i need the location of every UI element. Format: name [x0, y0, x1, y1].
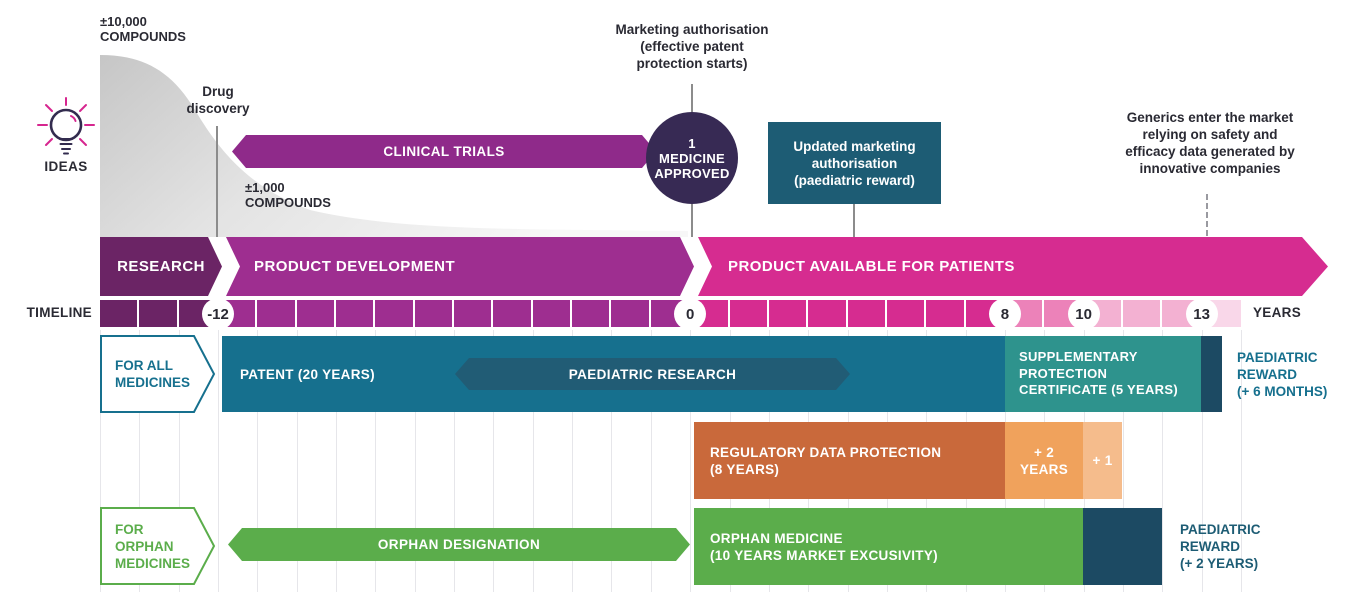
timeline-segment — [139, 300, 179, 327]
timeline-segment — [1122, 300, 1163, 327]
year-gridline — [1122, 330, 1124, 592]
rdp-label: REGULATORY DATA PROTECTION (8 YEARS) — [710, 444, 942, 477]
paediatric-research-label: PAEDIATRIC RESEARCH — [568, 366, 737, 382]
timeline-segment — [336, 300, 376, 327]
timeline-segment — [414, 300, 455, 327]
compounds-1000-label: ±1,000 COMPOUNDS — [245, 180, 331, 210]
generics-note: Generics enter the market relying on saf… — [1125, 110, 1295, 176]
paediatric-research-banner: PAEDIATRIC RESEARCH — [455, 358, 850, 390]
for-all-medicines-label: FOR ALL MEDICINES — [115, 358, 191, 390]
timeline-segment — [454, 300, 494, 327]
orphan-paediatric-reward-block — [1083, 508, 1162, 585]
marketing-authorisation-line-bottom — [691, 204, 693, 237]
for-all-medicines-tag-outline — [100, 335, 216, 413]
years-label: YEARS — [1253, 305, 1302, 320]
year-gridline — [257, 330, 259, 592]
timeline-segment — [926, 300, 966, 327]
stage-arrow-row: RESEARCH PRODUCT DEVELOPMENT PRODUCT AVA… — [0, 237, 1363, 296]
paediatric-reward-6months-label: PAEDIATRIC REWARD (+ 6 MONTHS) — [1237, 349, 1328, 399]
timeline-marker: 10 — [1067, 298, 1100, 330]
year-gridline — [218, 330, 220, 592]
compound-funnel-curve — [100, 55, 688, 237]
timeline-segment — [729, 300, 769, 327]
orphan-medicine-block: ORPHAN MEDICINE (10 YEARS MARKET EXCUSIV… — [694, 508, 1083, 585]
for-orphan-medicines-tag-outline — [100, 507, 216, 585]
stage-arrow-product-development: PRODUCT DEVELOPMENT — [226, 237, 694, 296]
year-gridline — [611, 330, 613, 592]
timeline-segment — [257, 300, 297, 327]
timeline-marker: -12 — [202, 298, 235, 330]
year-gridline — [650, 330, 652, 592]
timeline-segment — [768, 300, 809, 327]
plus-2-years-label: + 2 YEARS — [1019, 444, 1068, 477]
clinical-trials-label: CLINICAL TRIALS — [383, 144, 505, 159]
drug-discovery-line — [216, 126, 218, 237]
year-gridline — [532, 330, 534, 592]
timeline-segment — [808, 300, 848, 327]
medicine-approved-circle: 1 MEDICINE APPROVED — [646, 112, 738, 204]
generics-dashed-line — [1206, 194, 1208, 236]
drug-discovery-label: Drug discovery — [186, 84, 250, 116]
for-orphan-medicines-label: FOR ORPHAN MEDICINES — [115, 521, 191, 571]
stage-research-label: RESEARCH — [117, 258, 205, 275]
for-all-medicines-tag: FOR ALL MEDICINES — [100, 335, 216, 413]
timeline-marker: 13 — [1185, 298, 1218, 330]
spc-label: SUPPLEMENTARY PROTECTION CERTIFICATE (5 … — [1019, 349, 1178, 398]
year-gridline — [296, 330, 298, 592]
ideas-label: IDEAS — [44, 158, 88, 174]
stage-product-development-label: PRODUCT DEVELOPMENT — [254, 258, 456, 275]
year-gridline — [1201, 330, 1203, 592]
year-gridline — [139, 330, 141, 592]
timeline-segment — [532, 300, 573, 327]
for-orphan-medicines-tag: FOR ORPHAN MEDICINES — [100, 507, 216, 585]
year-gridline — [336, 330, 338, 592]
year-gridline — [1241, 330, 1242, 592]
rdp-block: REGULATORY DATA PROTECTION (8 YEARS) — [694, 422, 1005, 499]
updated-marketing-authorisation-line — [853, 204, 855, 237]
timeline-segment — [375, 300, 415, 327]
plus-1-label: + 1 — [1092, 453, 1113, 468]
stage-arrow-research: RESEARCH — [100, 237, 222, 296]
year-gridline — [1162, 330, 1164, 592]
stage-arrow-product-available: PRODUCT AVAILABLE FOR PATIENTS — [698, 237, 1328, 296]
year-gridline — [178, 330, 180, 592]
timeline-segment — [493, 300, 533, 327]
lightbulb-icon — [37, 97, 95, 155]
timeline-track: -12 0 8 10 13 — [0, 298, 1363, 330]
marketing-authorisation-label: Marketing authorisation (effective paten… — [615, 21, 769, 71]
compounds-10000-label: ±10,000 COMPOUNDS — [100, 14, 186, 44]
updated-marketing-authorisation-box: Updated marketing authorisation (paediat… — [768, 122, 941, 204]
timeline-segment — [886, 300, 927, 327]
year-gridline — [454, 330, 456, 592]
orphan-designation-banner: ORPHAN DESIGNATION — [228, 528, 690, 561]
year-gridline — [414, 330, 416, 592]
marketing-authorisation-line-top — [691, 84, 693, 112]
year-gridline — [375, 330, 377, 592]
timeline-segment — [100, 300, 140, 327]
plus-2-years-block: + 2 YEARS — [1005, 422, 1083, 499]
plus-1-block: + 1 — [1083, 422, 1122, 499]
orphan-medicine-label: ORPHAN MEDICINE (10 YEARS MARKET EXCUSIV… — [710, 530, 938, 563]
year-gridline — [572, 330, 574, 592]
timeline-segment — [847, 300, 887, 327]
timeline-segment — [572, 300, 612, 327]
timeline-segment — [611, 300, 651, 327]
stage-product-available-label: PRODUCT AVAILABLE FOR PATIENTS — [728, 258, 1015, 275]
orphan-designation-label: ORPHAN DESIGNATION — [377, 537, 541, 552]
year-gridline — [690, 330, 692, 592]
paediatric-reward-2years-label: PAEDIATRIC REWARD (+ 2 YEARS) — [1180, 522, 1261, 571]
year-gridline — [100, 330, 101, 592]
timeline-label: TIMELINE — [26, 305, 92, 320]
timeline-segment — [296, 300, 337, 327]
spc-block: SUPPLEMENTARY PROTECTION CERTIFICATE (5 … — [1005, 336, 1201, 412]
clinical-trials-banner: CLINICAL TRIALS — [232, 135, 656, 168]
year-gridline — [493, 330, 495, 592]
patent-label: PATENT (20 YEARS) — [240, 366, 375, 382]
spc-paediatric-reward-block — [1201, 336, 1222, 412]
timeline-marker: 8 — [988, 298, 1021, 330]
timeline-marker: 0 — [674, 298, 707, 330]
